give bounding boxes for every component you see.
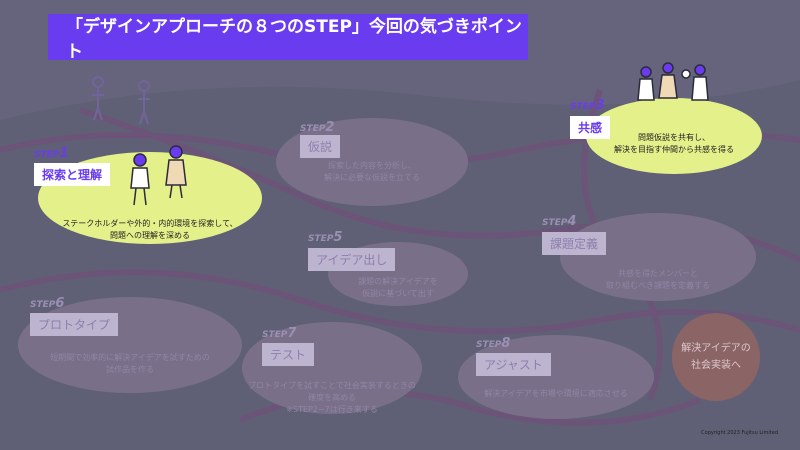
page-title: 「デザインアプローチの８つのSTEP」今回の気づきポイント: [48, 14, 528, 62]
step-num: 2: [325, 120, 335, 135]
step-description-line: プロトタイプを試すことで社会実装するときの: [248, 381, 416, 390]
step-description-line: ※STEP2~7は行き来する: [286, 405, 378, 414]
step-prefix: STEP: [34, 150, 60, 160]
step-description-line: 仮説に基づいて出す: [362, 289, 434, 298]
step-description-line: 解決に必要な仮説を立てる: [324, 173, 420, 182]
step-description-line: 取り組むべき課題を定義する: [606, 281, 710, 290]
step-number: STEP8: [476, 336, 510, 351]
step-num: 6: [55, 296, 65, 311]
step-number: STEP3: [570, 98, 604, 113]
step-description-line: 短期間で効率的に解決アイデアを試すための: [50, 353, 210, 362]
step-description-line: 解決を目指す仲間から共感を得る: [614, 145, 734, 154]
step-num: 3: [595, 98, 605, 113]
step-num: 4: [567, 214, 577, 229]
step1-people-illustration: [130, 145, 187, 206]
step-label: 共感: [570, 116, 611, 139]
step-num: 5: [333, 230, 343, 245]
step-number: STEP4: [542, 214, 576, 229]
step-prefix: STEP: [30, 300, 56, 310]
step-num: 1: [59, 146, 69, 161]
step-prefix: STEP: [308, 234, 334, 244]
step-description-line: 確度を高める: [308, 393, 356, 402]
step-description-line: 問題への理解を深める: [110, 231, 190, 240]
step-prefix: STEP: [542, 218, 568, 228]
step-description: 探索した内容を分析し、解決に必要な仮説を立てる: [222, 160, 522, 184]
step-number: STEP6: [30, 296, 64, 311]
step-label: テスト: [262, 343, 315, 366]
step-number: STEP1: [34, 146, 68, 161]
step-prefix: STEP: [300, 124, 326, 134]
step-label: アジャスト: [476, 353, 551, 376]
step3-disc: [586, 98, 762, 174]
step-description-line: 試作品を作る: [106, 365, 154, 374]
step-label: アイデア出し: [308, 248, 396, 271]
step-description-line: 共感を得たメンバーと: [618, 269, 698, 278]
step-number: STEP7: [262, 326, 296, 341]
step-description: 課題の解決アイデアを仮説に基づいて出す: [248, 276, 548, 300]
goal-line-2: 社会実装へ: [691, 360, 741, 371]
step-num: 7: [287, 326, 297, 341]
step-description: 問題仮説を共有し、解決を目指す仲間から共感を得る: [524, 132, 800, 156]
goal-line-1: 解決アイデアの: [681, 343, 751, 354]
step-label: プロトタイプ: [30, 313, 119, 336]
step3-people-illustration: [637, 62, 709, 101]
step-description: プロトタイプを試すことで社会実装するときの確度を高める ※STEP2~7は行き来す…: [182, 380, 482, 416]
step-description-line: 問題仮説を共有し、: [638, 133, 710, 142]
step-prefix: STEP: [262, 330, 288, 340]
step-prefix: STEP: [476, 340, 502, 350]
copyright: Copyright 2023 Fujitsu Limited: [701, 430, 778, 436]
step-label: 探索と理解: [34, 163, 111, 186]
step-label: 課題定義: [542, 232, 607, 255]
goal-circle: 解決アイデアの 社会実装へ: [672, 313, 760, 401]
step-description: 短期間で効率的に解決アイデアを試すための試作品を作る: [0, 352, 280, 376]
step-description-line: 解決アイデアを市場や環境に適応させる: [484, 389, 628, 398]
step-number: STEP2: [300, 120, 334, 135]
step-description-line: 課題の解決アイデアを: [358, 277, 438, 286]
step-prefix: STEP: [570, 102, 596, 112]
step-description-line: ステークホルダーや外的・内的環境を探索して、: [62, 219, 238, 228]
step-number: STEP5: [308, 230, 342, 245]
step-num: 8: [501, 336, 511, 351]
step-description: 共感を得たメンバーと取り組むべき課題を定義する: [508, 268, 800, 292]
step-description: 解決アイデアを市場や環境に適応させる: [406, 388, 706, 400]
step-description: ステークホルダーや外的・内的環境を探索して、問題への理解を深める: [0, 218, 300, 242]
step-label: 仮説: [300, 135, 341, 158]
step-description-line: 探索した内容を分析し、: [328, 161, 416, 170]
